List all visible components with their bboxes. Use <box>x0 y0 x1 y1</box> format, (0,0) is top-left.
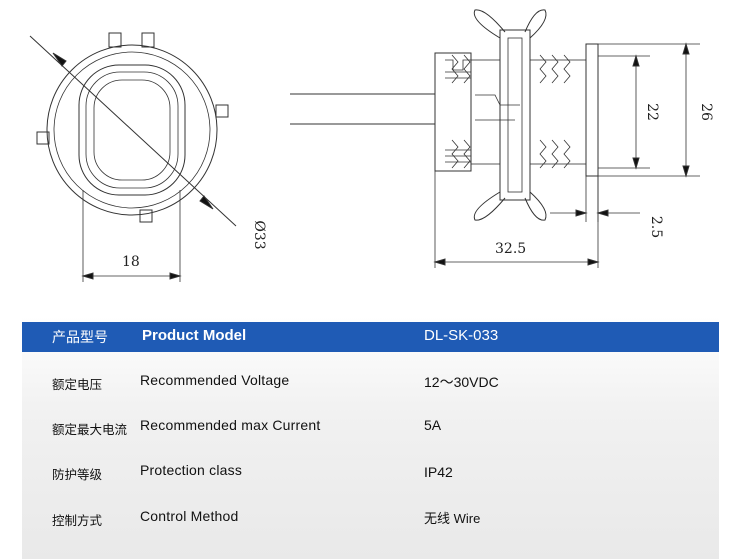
row-value: 12～30VDC <box>424 374 499 390</box>
front-tab-right <box>215 104 229 118</box>
clip-top <box>473 9 506 39</box>
front-tab-top-left <box>108 32 122 48</box>
header-en-label: Product Model <box>142 327 247 344</box>
dim-label-32-5: 32.5 <box>495 241 527 257</box>
diameter-arrow-top <box>52 52 67 67</box>
front-oval-outer <box>78 64 186 196</box>
diameter-leader <box>29 35 237 227</box>
row-cn-label: 额定最大电流 <box>52 422 128 437</box>
spec-row-protection: 防护等级 Protection class IP42 <box>22 458 719 486</box>
spec-row-voltage: 额定电压 Recommended Voltage 12～30VDC <box>22 368 719 396</box>
side-flange <box>499 29 531 201</box>
dim-label-18: 18 <box>122 254 140 270</box>
front-tab-left <box>36 131 50 145</box>
row-value: 5A <box>424 417 442 433</box>
header-model-value: DL-SK-033 <box>424 327 499 344</box>
clip-bottom <box>473 191 506 221</box>
spec-row-current: 额定最大电流 Recommended max Current 5A <box>22 413 719 441</box>
row-en-label: Control Method <box>140 508 239 524</box>
front-tab-top-right <box>141 32 155 48</box>
front-outer-circle <box>46 44 218 216</box>
row-cn-label: 防护等级 <box>52 467 103 482</box>
row-cn-label: 控制方式 <box>52 513 103 528</box>
front-tab-bottom <box>139 209 153 223</box>
row-en-label: Protection class <box>140 462 243 478</box>
front-oval-inner <box>93 79 171 181</box>
dim-label-26: 26 <box>698 103 714 121</box>
row-cn-label: 额定电压 <box>52 377 103 392</box>
row-value: 无线 Wire <box>424 511 481 526</box>
spec-header-row: 产品型号 Product Model DL-SK-033 <box>22 322 719 352</box>
dim-label-22: 22 <box>644 103 660 121</box>
dim-label-diameter-33: Ø33 <box>251 220 267 250</box>
technical-drawing: 18 Ø33 22 26 2.5 32.5 <box>29 9 714 282</box>
row-value: IP42 <box>424 464 453 480</box>
side-front-plate <box>585 43 599 177</box>
front-oval-mid <box>85 71 179 189</box>
row-en-label: Recommended max Current <box>140 417 321 433</box>
front-inner-circle <box>53 51 211 209</box>
spec-table: 产品型号 Product Model DL-SK-033 额定电压 Recomm… <box>22 316 719 559</box>
spec-row-control: 控制方式 Control Method 无线 Wire <box>22 504 719 532</box>
diameter-arrow-bottom <box>199 195 214 210</box>
drawing-svg <box>29 9 700 282</box>
row-en-label: Recommended Voltage <box>140 372 290 388</box>
header-cn-label: 产品型号 <box>52 330 108 346</box>
dim-label-2-5: 2.5 <box>648 215 664 239</box>
